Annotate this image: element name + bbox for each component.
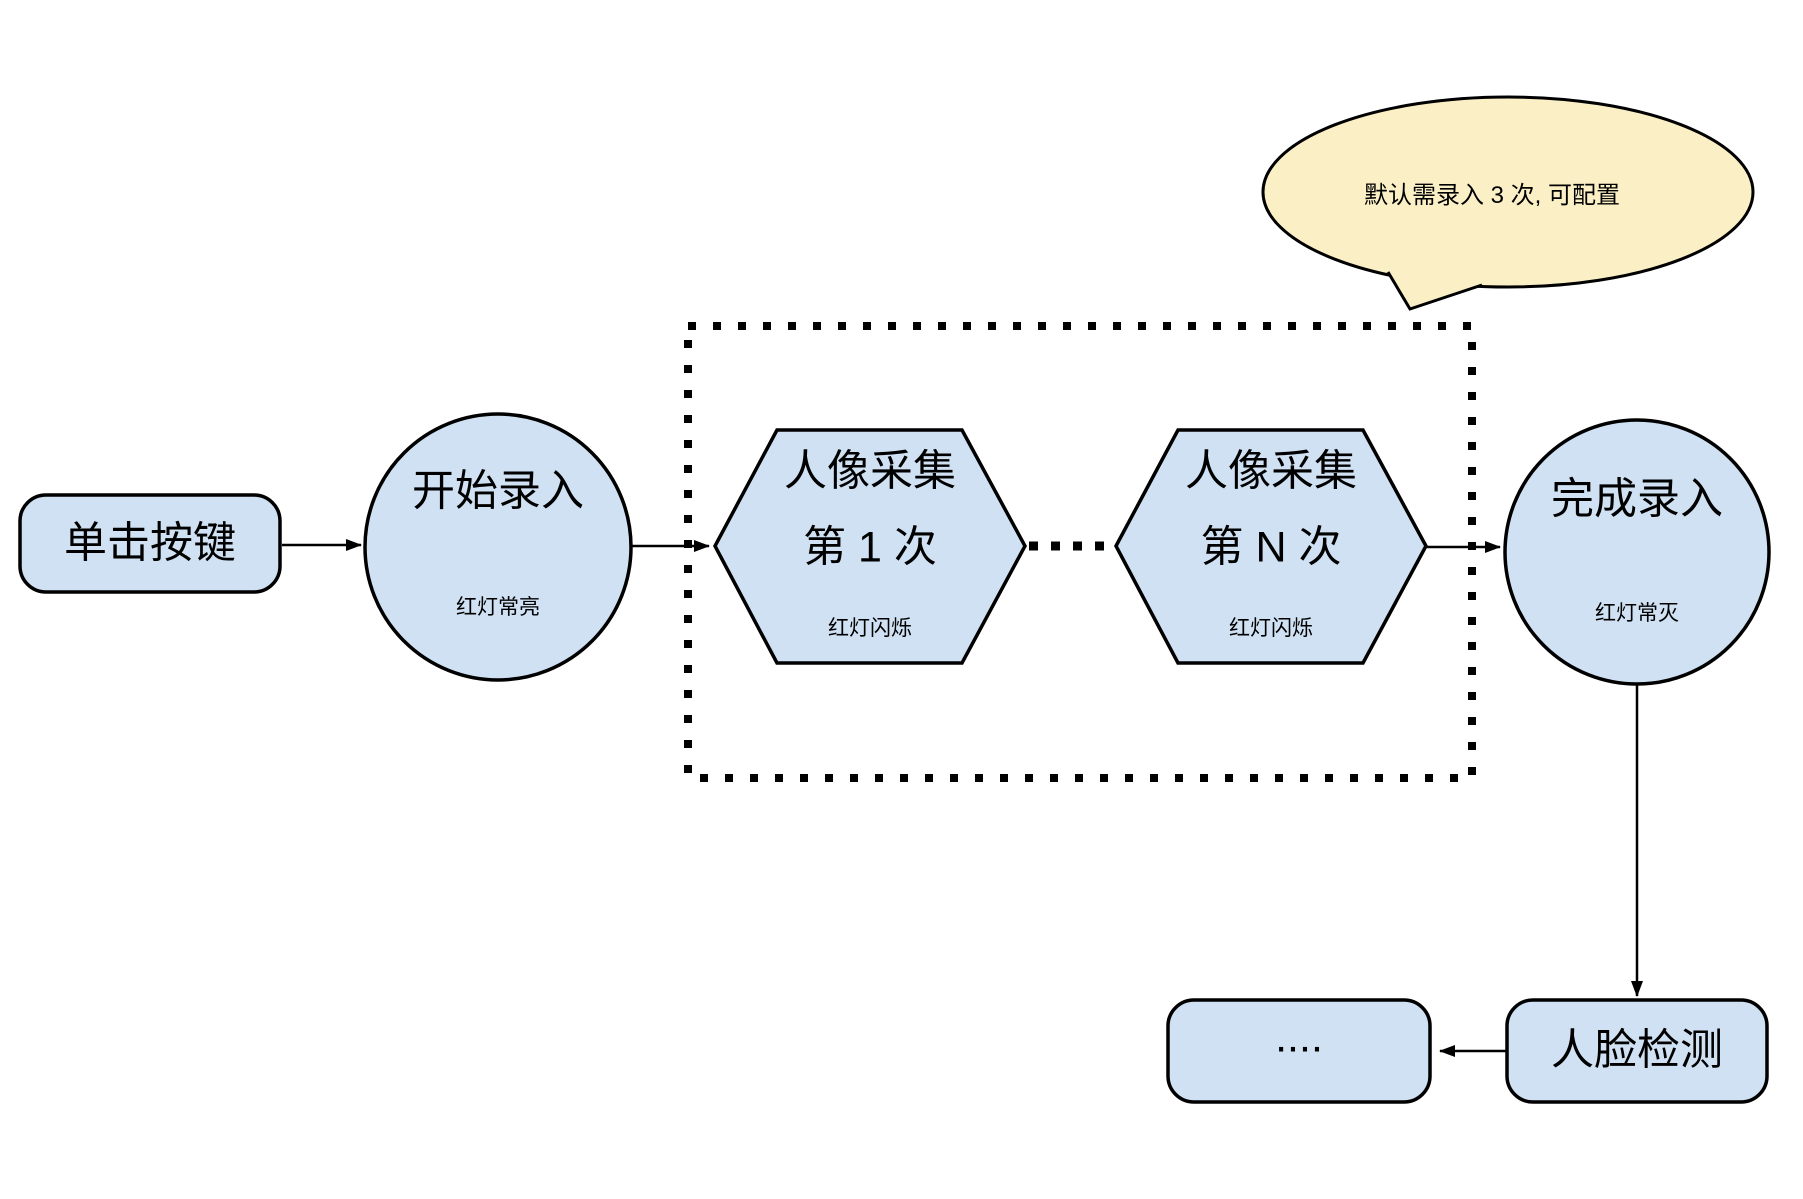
- node-start-entry: [363, 412, 633, 682]
- node-face-detect: [1505, 998, 1769, 1104]
- node-finish-entry: [1503, 418, 1771, 686]
- ellipsis-box-label: ....: [1275, 1013, 1323, 1062]
- node-capture-nth: [1114, 428, 1428, 665]
- click-button-label: 单击按键: [64, 519, 236, 568]
- repeat-group-dotted-border: [684, 322, 1476, 782]
- node-ellipsis-box: [1166, 998, 1432, 1104]
- capture-nth-subtitle: 红灯闪烁: [1229, 616, 1313, 640]
- node-capture-first: [713, 428, 1027, 665]
- face-detect-label: 人脸检测: [1551, 1026, 1723, 1075]
- callout-bubble: [1261, 95, 1755, 289]
- capture-first-count: 第 1 次: [803, 523, 937, 572]
- callout-tail-fill: [1388, 258, 1482, 309]
- start-entry-title: 开始录入: [412, 467, 584, 516]
- start-entry-subtitle: 红灯常亮: [456, 595, 540, 619]
- capture-first-title: 人像采集: [784, 447, 956, 496]
- callout-text: 默认需录入 3 次, 可配置: [1363, 182, 1621, 210]
- node-click-button: [18, 493, 282, 594]
- capture-nth-count: 第 N 次: [1200, 523, 1342, 572]
- finish-entry-title: 完成录入: [1551, 475, 1723, 524]
- capture-first-subtitle: 红灯闪烁: [828, 616, 912, 640]
- finish-entry-subtitle: 红灯常灭: [1595, 601, 1679, 625]
- capture-nth-title: 人像采集: [1185, 447, 1357, 496]
- callout-tail-outline: [1386, 271, 1483, 311]
